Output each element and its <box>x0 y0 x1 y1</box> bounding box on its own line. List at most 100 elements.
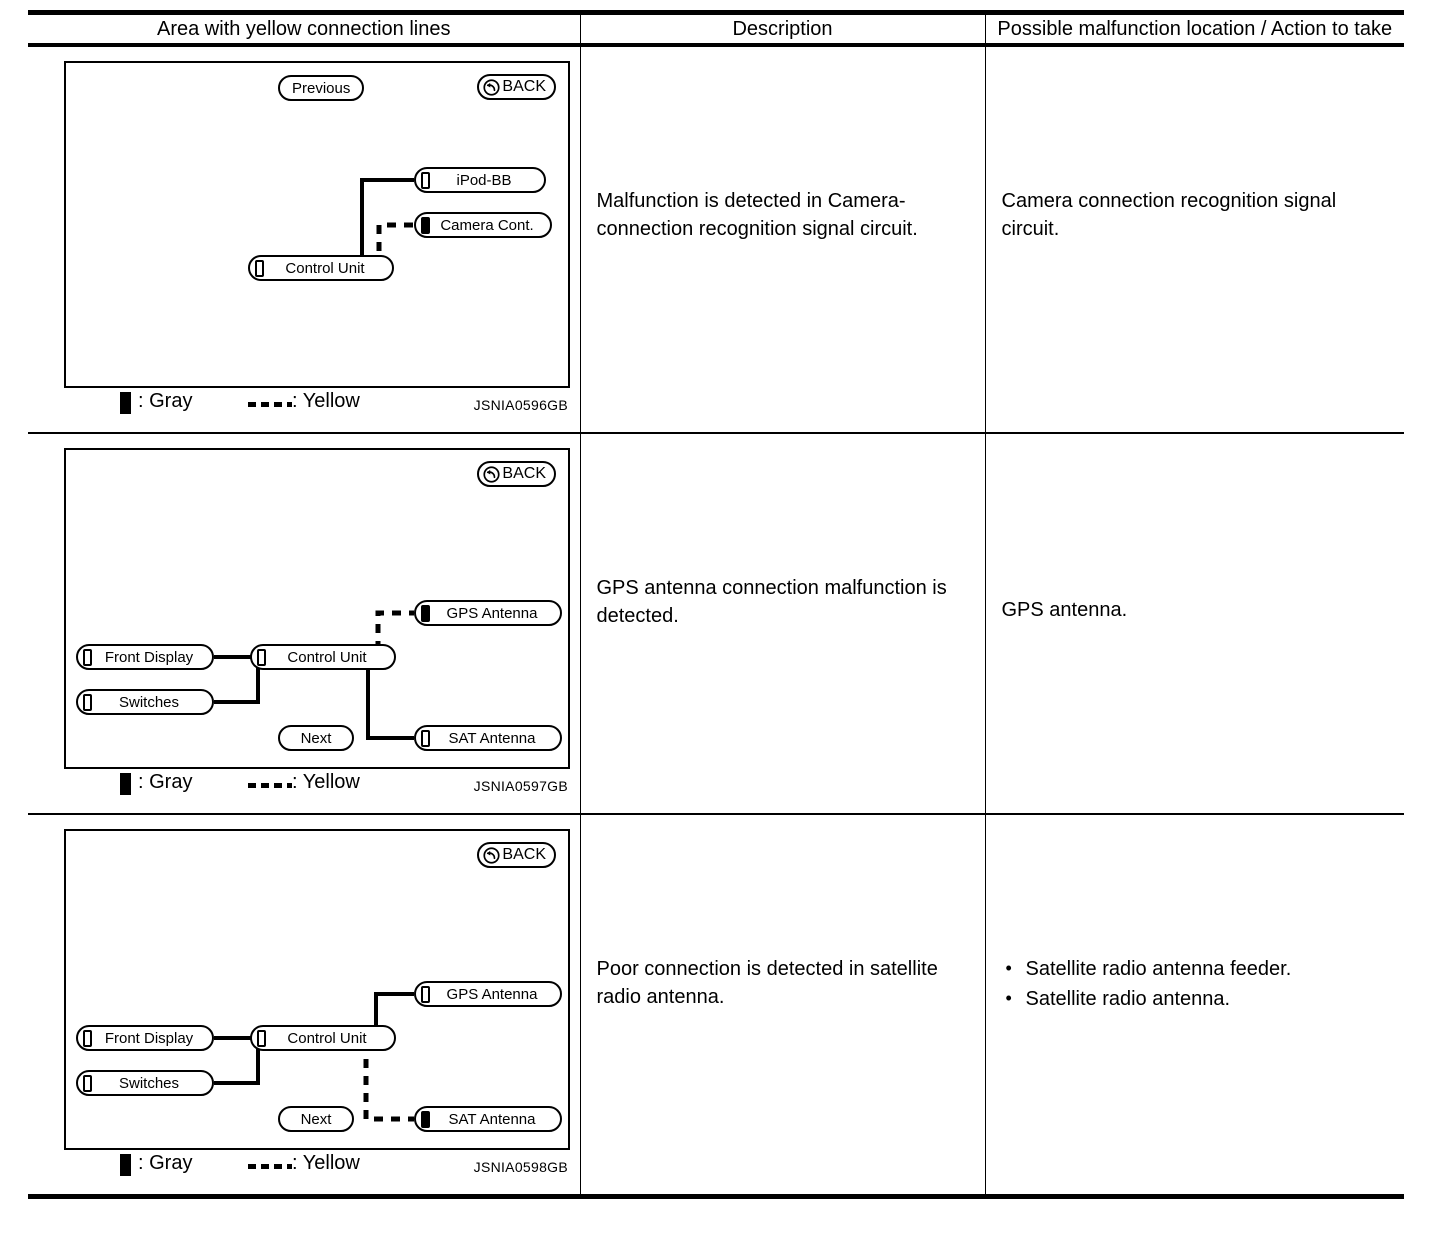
previous-button[interactable]: Previous <box>278 75 365 101</box>
node-label: Camera Cont. <box>440 216 534 234</box>
diagram-cell: Previous BACK <box>28 45 581 434</box>
node-label: GPS Antenna <box>446 985 538 1003</box>
node-gps-antenna[interactable]: GPS Antenna <box>414 600 562 626</box>
yellow-dash-sample-icon <box>248 1164 292 1169</box>
yellow-dash-sample-icon <box>248 783 292 788</box>
action-bullets-wrap: Satellite radio antenna feeder. Satellit… <box>986 815 1405 1031</box>
next-button[interactable]: Next <box>278 1106 354 1132</box>
node-label: Control Unit <box>287 648 367 666</box>
node-front-display[interactable]: Front Display <box>76 644 214 670</box>
nav-screen-3: BACK GPS Antenna Front Display <box>64 829 570 1150</box>
diagram-cell: BACK GPS Antenna Front Display <box>28 433 581 815</box>
connector-icon-gray <box>257 648 266 666</box>
diagram-wrapper-3: BACK GPS Antenna Front Display <box>28 815 580 1194</box>
action-text: Camera connection recognition signal cir… <box>1001 190 1337 240</box>
table-head: Area with yellow connection lines Descri… <box>28 10 1404 47</box>
action-cell: Satellite radio antenna feeder. Satellit… <box>984 814 1405 1199</box>
column-header-description: Description <box>579 10 986 47</box>
line-control-unit-to-ipod-bb <box>360 178 414 270</box>
line-control-unit-to-gps-antenna <box>374 992 414 1031</box>
node-ipod-bb[interactable]: iPod-BB <box>414 167 546 193</box>
column-header-action: Possible malfunction location / Action t… <box>984 10 1404 47</box>
action-text: GPS antenna. <box>1001 599 1128 621</box>
description-cell: Malfunction is detected in Camera-connec… <box>579 45 986 434</box>
connector-icon-gray <box>83 1074 92 1092</box>
next-button[interactable]: Next <box>278 725 354 751</box>
node-switches[interactable]: Switches <box>76 689 214 715</box>
connection-lines-1 <box>360 178 415 270</box>
node-gps-antenna[interactable]: GPS Antenna <box>414 981 562 1007</box>
connector-icon-gray <box>421 171 430 189</box>
action-cell: GPS antenna. <box>984 433 1404 815</box>
description-text: Malfunction is detected in Camera-connec… <box>596 190 918 240</box>
node-control-unit[interactable]: Control Unit <box>250 1025 396 1051</box>
node-control-unit[interactable]: Control Unit <box>250 644 396 670</box>
yellow-dash-sample-icon <box>248 402 292 407</box>
figure-id: JSNIA0598GB <box>473 1159 568 1175</box>
connection-lines-2 <box>214 610 414 740</box>
node-label: SAT Antenna <box>448 729 536 747</box>
node-label: Front Display <box>104 648 194 666</box>
legend-yellow-label: : Yellow <box>292 771 360 793</box>
back-button-label: BACK <box>502 465 546 482</box>
line-control-unit-to-gps-antenna <box>375 610 414 650</box>
column-header-area: Area with yellow connection lines <box>28 10 581 47</box>
legend-gray-label: : Gray <box>138 771 193 793</box>
node-label: Front Display <box>104 1029 194 1047</box>
nav-screen-1: Previous BACK <box>64 61 570 388</box>
node-label: iPod-BB <box>456 171 512 189</box>
node-switches[interactable]: Switches <box>76 1070 214 1096</box>
line-switches-to-control-unit <box>214 1040 260 1085</box>
gray-swatch-icon <box>120 773 131 795</box>
connection-lines-3 <box>214 992 414 1122</box>
node-sat-antenna[interactable]: SAT Antenna <box>414 1106 562 1132</box>
connector-icon-gray <box>83 648 92 666</box>
list-item: Satellite radio antenna feeder. <box>1002 954 1389 983</box>
node-camera-cont[interactable]: Camera Cont. <box>414 212 552 238</box>
legend-gray-label: : Gray <box>138 1152 193 1174</box>
line-control-unit-to-sat-antenna <box>363 1042 414 1122</box>
back-button[interactable]: BACK <box>477 74 556 100</box>
dtc-table: Area with yellow connection lines Descri… <box>28 10 1404 1199</box>
table-row: Previous BACK <box>28 45 1404 434</box>
node-sat-antenna[interactable]: SAT Antenna <box>414 725 562 751</box>
figure-id: JSNIA0597GB <box>473 778 568 794</box>
node-front-display[interactable]: Front Display <box>76 1025 214 1051</box>
diagram-legend-1: : Gray : Yellow JSNIA0596GB <box>64 388 570 422</box>
next-button-label: Next <box>300 729 332 747</box>
connector-icon-yellow <box>421 604 430 622</box>
nav-screen-2: BACK GPS Antenna Front Display <box>64 448 570 769</box>
connector-icon-gray <box>83 1029 92 1047</box>
diagram-cell: BACK GPS Antenna Front Display <box>28 814 581 1199</box>
back-arrow-icon <box>483 846 500 864</box>
legend-gray-label: : Gray <box>138 390 193 412</box>
description-cell: Poor connection is detected in satellite… <box>579 814 986 1199</box>
gray-swatch-icon <box>120 1154 131 1176</box>
node-label: Control Unit <box>287 1029 367 1047</box>
node-label: SAT Antenna <box>448 1110 536 1128</box>
line-switches-to-control-unit <box>214 659 260 704</box>
connector-icon-yellow <box>421 1110 430 1128</box>
diagram-legend-3: : Gray : Yellow JSNIA0598GB <box>64 1150 570 1184</box>
description-cell: GPS antenna connection malfunction is de… <box>579 433 986 815</box>
connector-icon-gray <box>255 259 264 277</box>
back-button[interactable]: BACK <box>477 842 556 868</box>
back-button-label: BACK <box>502 846 546 863</box>
node-label: Switches <box>118 1074 180 1092</box>
diagram-legend-2: : Gray : Yellow JSNIA0597GB <box>64 769 570 803</box>
action-bullet-list: Satellite radio antenna feeder. Satellit… <box>1002 954 1389 1013</box>
list-item: Satellite radio antenna. <box>1002 984 1389 1013</box>
node-label: Control Unit <box>285 259 365 277</box>
legend-yellow-label: : Yellow <box>292 390 360 412</box>
connector-icon-gray <box>83 693 92 711</box>
back-arrow-icon <box>483 78 500 96</box>
next-button-label: Next <box>300 1110 332 1128</box>
node-control-unit[interactable]: Control Unit <box>248 255 394 281</box>
legend-yellow-label: : Yellow <box>292 1152 360 1174</box>
table-body: Previous BACK <box>28 45 1405 1199</box>
description-text: Poor connection is detected in satellite… <box>596 958 938 1008</box>
back-button[interactable]: BACK <box>477 461 556 487</box>
table-row: BACK GPS Antenna Front Display <box>28 433 1404 815</box>
line-control-unit-to-sat-antenna <box>366 659 414 740</box>
